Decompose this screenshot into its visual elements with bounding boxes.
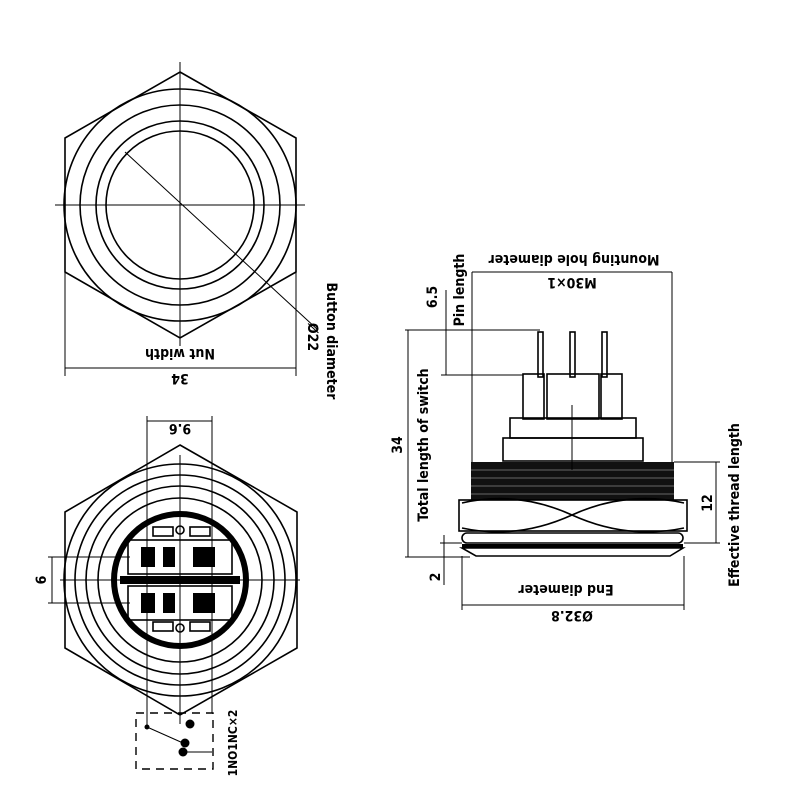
contact-schematic-box (135, 712, 214, 770)
pin-spacing-value: 9.6 (169, 420, 192, 436)
mounting-hole-value: M30×1 (547, 274, 596, 290)
switch-contact-symbol (144, 713, 212, 757)
nut-width-value: 34 (171, 370, 189, 386)
thread-length-label: Effective thread length (727, 423, 743, 587)
end-thickness-value: 2 (428, 573, 444, 582)
button-diameter-value: Ø22 (304, 323, 320, 351)
top-view: Nut width 34 Ø22 Button diameter (55, 62, 339, 400)
button-diameter-leader (124, 151, 319, 331)
button-diameter-label: Button diameter (323, 283, 339, 401)
total-length-value: 34 (390, 436, 406, 454)
side-view: Mounting hole diameter M30×1 6.5 Pin len… (390, 251, 743, 623)
thread-length-value: 12 (700, 494, 716, 512)
terminal-pins (537, 331, 608, 378)
total-length-label: Total length of switch (416, 368, 432, 521)
housing-step-2 (502, 437, 644, 462)
pin-length-value: 6.5 (425, 286, 441, 308)
washer (461, 532, 684, 544)
end-diameter-label: End diameter (518, 581, 614, 597)
contact-type-label: 1NO1NC×2 (226, 710, 240, 777)
bottom-view: 9.6 6 1NO1NC×2 (34, 416, 300, 776)
end-diameter-value: Ø32.8 (551, 607, 593, 623)
pin-length-label: Pin length (452, 254, 468, 327)
hex-nut (458, 499, 688, 532)
housing-step-1 (509, 417, 637, 439)
end-flange (458, 547, 686, 557)
mounting-hole-label: Mounting hole diameter (488, 251, 660, 267)
row-spacing-value: 6 (34, 575, 50, 584)
nut-width-label: Nut width (145, 345, 215, 361)
